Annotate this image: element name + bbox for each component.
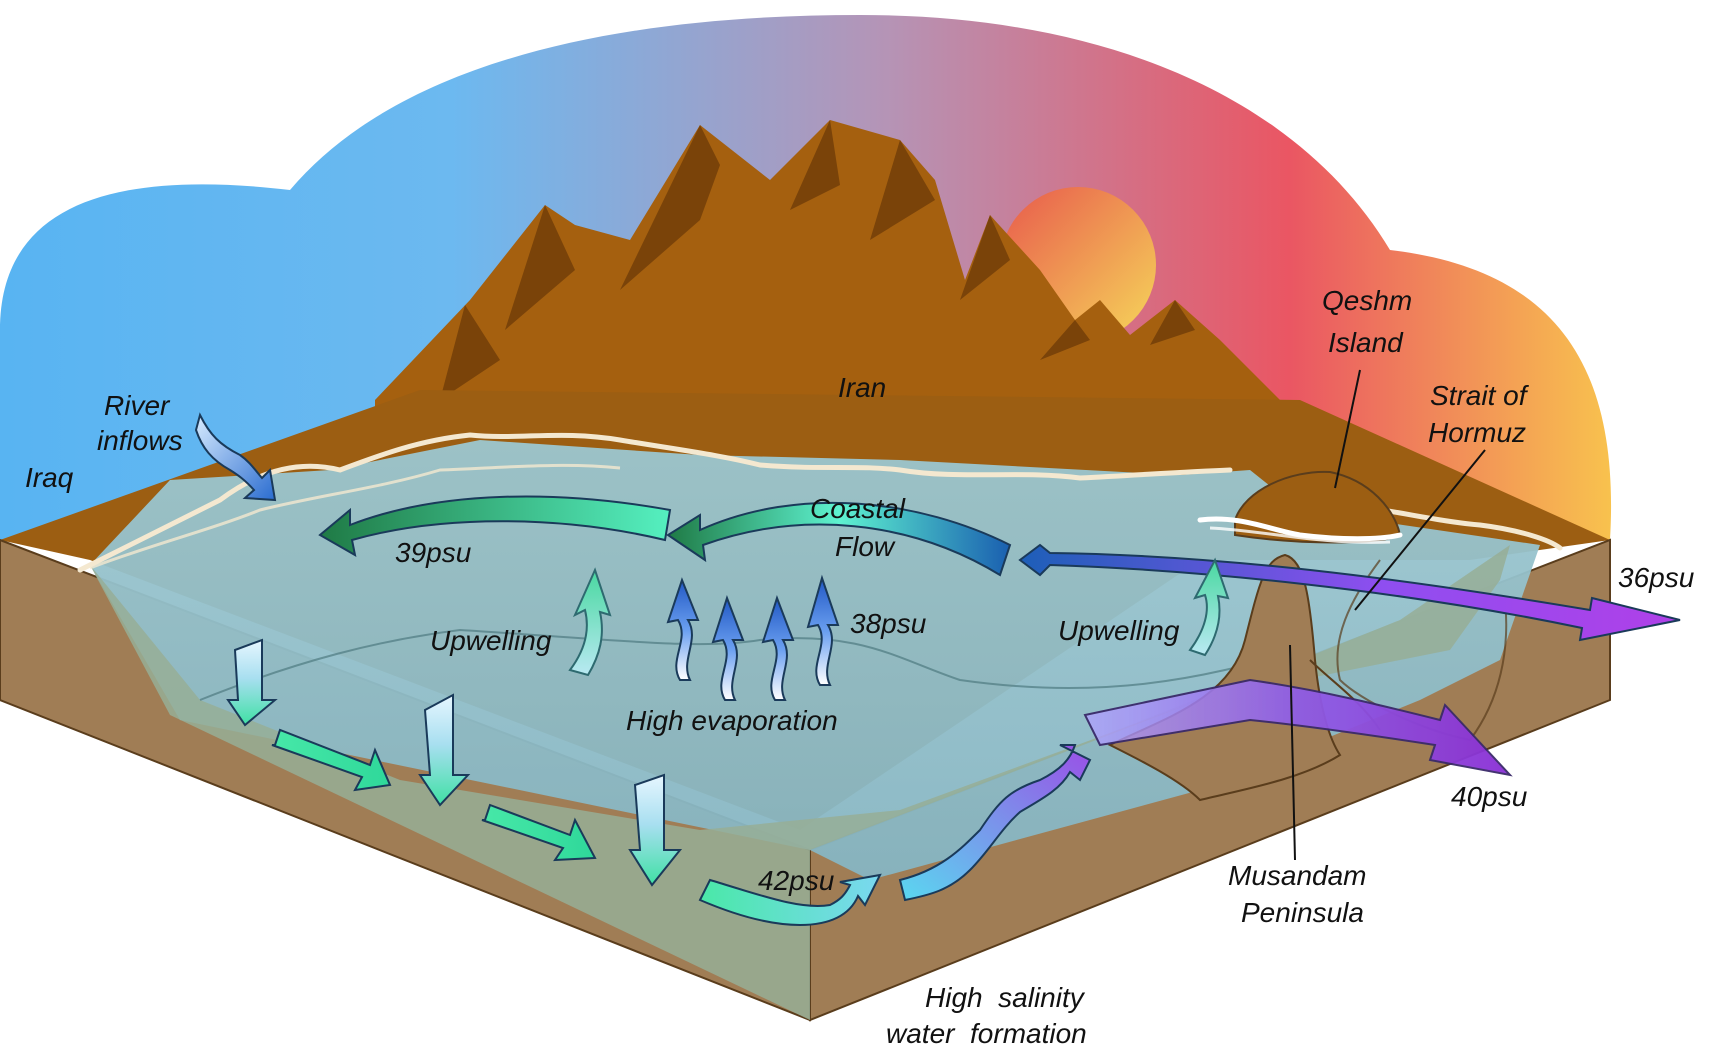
label-high-salinity-line1: High salinity <box>925 982 1086 1013</box>
arrow-36psu-inflow <box>1018 543 1681 642</box>
musandam-leader-line <box>1289 644 1296 861</box>
label-39psu: 39psu <box>395 537 472 568</box>
river-inflow-arrow <box>194 412 277 502</box>
sinking-arrow-2 <box>418 693 471 807</box>
label-qeshm-line1: Qeshm <box>1322 285 1412 316</box>
label-high-evaporation: High evaporation <box>626 705 838 736</box>
qeshm-island <box>1197 470 1403 544</box>
sinking-arrow-3 <box>628 773 683 887</box>
label-upwelling-left: Upwelling <box>430 625 552 656</box>
qeshm-leader-line <box>1334 369 1361 489</box>
label-river-line1: River <box>104 390 171 421</box>
label-qeshm-line2: Island <box>1328 327 1404 358</box>
upwelling-arrow-right <box>1188 557 1230 657</box>
label-musandam-line1: Musandam <box>1228 860 1367 891</box>
label-river-line2: inflows <box>97 425 183 456</box>
upwelling-arrow-left <box>568 567 612 677</box>
coast-foam-inner <box>89 463 621 570</box>
arrow-42psu-bottom <box>698 873 882 927</box>
label-40psu: 40psu <box>1451 781 1528 812</box>
mountain-range <box>375 120 1300 470</box>
label-upwelling-right: Upwelling <box>1058 615 1180 646</box>
label-strait-line1: Strait of <box>1430 380 1530 411</box>
strait-leader-line <box>1354 449 1486 611</box>
evaporation-arrows <box>666 574 840 701</box>
label-high-salinity-line2: water formation <box>886 1018 1087 1049</box>
bottom-current-arrow-2 <box>481 803 597 862</box>
label-iraq: Iraq <box>25 462 74 493</box>
sinking-arrow-1 <box>226 638 278 727</box>
label-42psu: 42psu <box>758 865 835 896</box>
label-coastal-line1: Coastal <box>810 493 906 524</box>
bottom-current-arrow-1 <box>271 728 392 792</box>
arrow-wavy-rising <box>898 744 1092 902</box>
label-coastal-line2: Flow <box>835 531 896 562</box>
label-38psu: 38psu <box>850 608 927 639</box>
label-strait-line2: Hormuz <box>1428 417 1526 448</box>
label-iran: Iran <box>838 372 886 403</box>
label-36psu: 36psu <box>1618 562 1695 593</box>
arrow-39psu <box>318 495 672 557</box>
basin-floor-line <box>199 628 1301 701</box>
label-musandam-line2: Peninsula <box>1241 897 1364 928</box>
coastal-flow-arrow <box>666 501 1012 577</box>
